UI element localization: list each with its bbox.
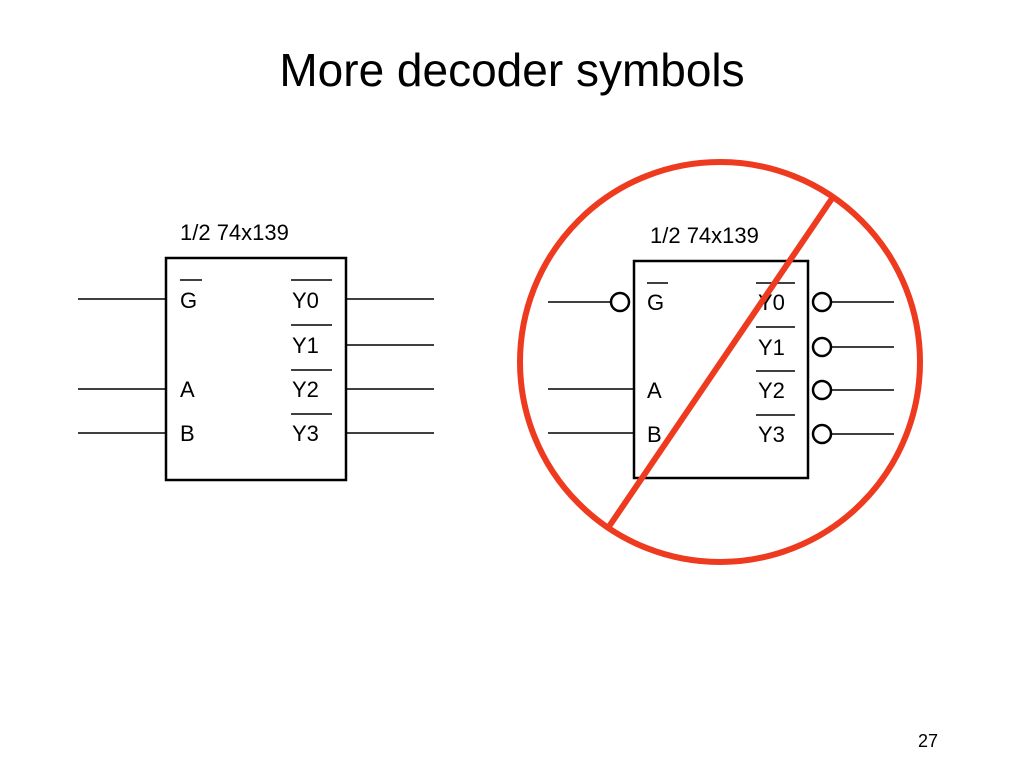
inversion-bubble-icon [811, 291, 833, 313]
prohibition-circle [517, 159, 923, 565]
pin-label-y2: Y2 [292, 377, 319, 402]
pin-label-a: A [180, 377, 195, 402]
inversion-bubble-icon [811, 423, 833, 445]
pin-label-g: G [647, 290, 664, 315]
inversion-bubble-icon [609, 291, 631, 313]
decoder-body [632, 259, 810, 480]
pin-label-g: G [180, 288, 197, 313]
decoder-symbol-correct: 1/2 74x139 G A B Y0 Y1 Y2 Y3 [78, 220, 434, 482]
pin-label-b: B [647, 422, 662, 447]
symbol-caption: 1/2 74x139 [650, 223, 759, 248]
prohibition-sign-icon [517, 159, 923, 565]
pin-label-y1: Y1 [292, 333, 319, 358]
pin-label-y0: Y0 [292, 288, 319, 313]
decoder-body [164, 256, 348, 482]
pin-label-y3: Y3 [758, 422, 785, 447]
inversion-bubble-icon [811, 379, 833, 401]
inversion-bubble-icon [811, 336, 833, 358]
pin-label-y3: Y3 [292, 421, 319, 446]
decoder-symbol-incorrect: 1/2 74x139 G A B Y0 Y1 [548, 223, 894, 480]
pin-label-b: B [180, 421, 195, 446]
slide-number: 27 [917, 731, 938, 751]
pin-label-y1: Y1 [758, 335, 785, 360]
slide-title: More decoder symbols [279, 44, 745, 96]
pin-label-y2: Y2 [758, 378, 785, 403]
prohibition-slash [605, 195, 836, 530]
symbol-caption: 1/2 74x139 [180, 220, 289, 245]
pin-label-a: A [647, 378, 662, 403]
